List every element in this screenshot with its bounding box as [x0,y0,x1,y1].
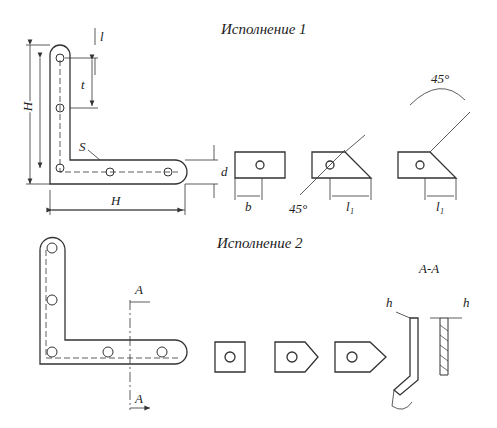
angle-label: 45° [288,202,308,215]
dimension-label: h [462,296,471,309]
dimension-label: l₁ [435,200,445,213]
dimension-label: S [78,140,87,153]
dimension-label: h [385,296,394,309]
dimension-label: d [220,165,229,178]
dimension-label: H [110,194,121,207]
section-letter: A [134,283,144,296]
dimension-label: l [99,30,105,43]
variant-heading: Исполнение 1 [220,22,308,37]
variant-heading: Исполнение 2 [216,236,304,251]
dimension-label: H [21,101,34,112]
dimension-label: b [244,200,253,213]
section-letter: A [134,392,144,405]
dimension-label: t [80,78,86,91]
dimension-label: l₁ [345,200,355,213]
angle-label: 45° [430,72,450,85]
section-label: А-А [418,262,440,275]
